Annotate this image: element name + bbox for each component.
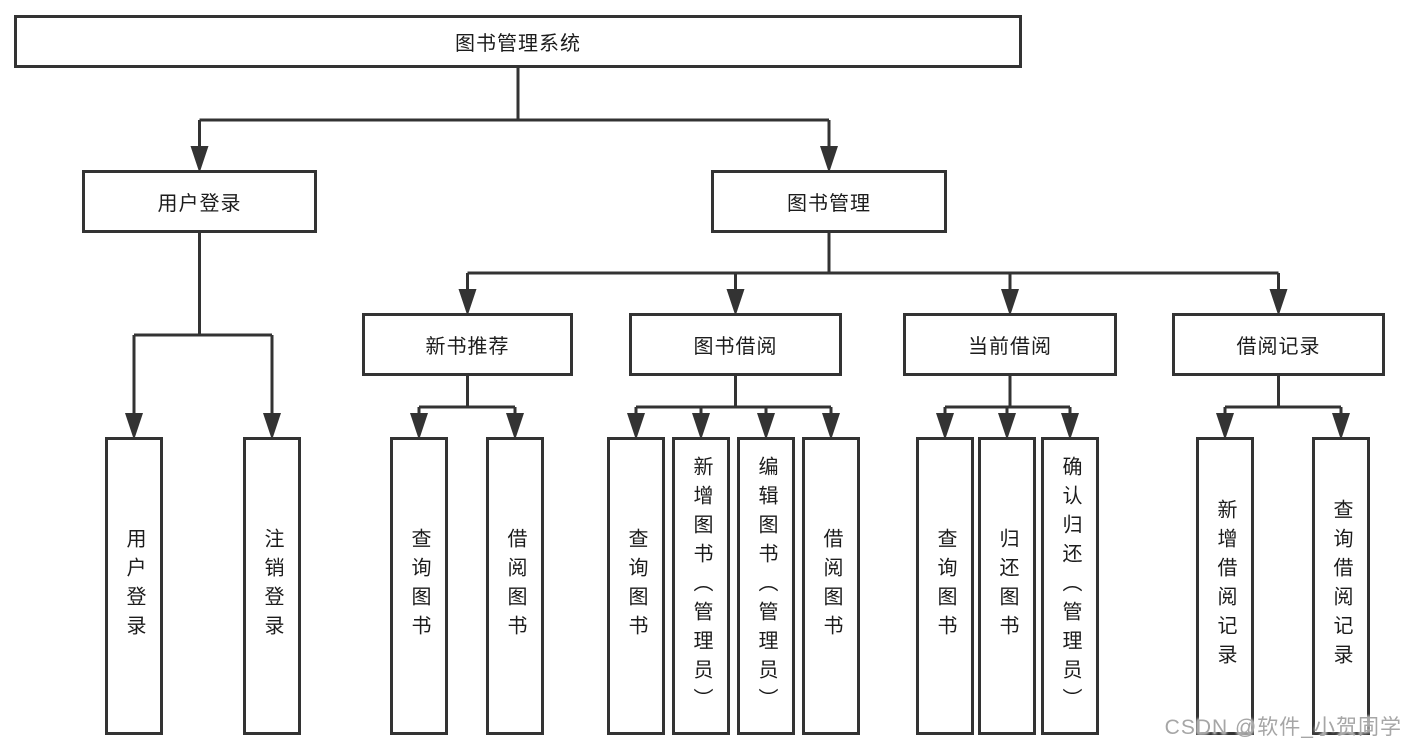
- node-label: 新增图书（管理员）: [690, 455, 712, 717]
- node-leaf-add-borrow-record: 新增借阅记录: [1196, 437, 1254, 735]
- node-label: 确认归还（管理员）: [1059, 455, 1081, 717]
- node-label: 查询图书: [934, 528, 956, 644]
- node-label: 新增借阅记录: [1214, 499, 1236, 673]
- arrow-icon: [936, 413, 954, 440]
- node-book-management-module: 图书管理: [711, 170, 947, 233]
- arrow-icon: [1061, 413, 1079, 440]
- branch-borrow-records: [1223, 376, 1343, 420]
- arrow-icon: [726, 289, 745, 316]
- branch-user-login: [132, 233, 274, 420]
- node-book-borrow: 图书借阅: [629, 313, 842, 376]
- arrow-icon: [757, 413, 775, 440]
- arrow-icon: [998, 413, 1016, 440]
- node-user-login-module: 用户登录: [82, 170, 317, 233]
- arrow-icon: [458, 289, 477, 316]
- node-label: 查询借阅记录: [1330, 499, 1352, 673]
- branch-book-mgmt: [466, 233, 1280, 296]
- node-label: 当前借阅: [968, 336, 1052, 358]
- arrow-icon: [125, 413, 143, 440]
- arrowheads: [125, 146, 1350, 440]
- arrow-icon: [263, 413, 281, 440]
- node-leaf-borrow-books-2: 借阅图书: [802, 437, 860, 735]
- node-label: 借阅图书: [504, 528, 526, 644]
- arrow-icon: [506, 413, 524, 440]
- node-leaf-logout: 注销登录: [243, 437, 301, 735]
- node-leaf-borrow-books-1: 借阅图书: [486, 437, 544, 735]
- node-leaf-query-books-1: 查询图书: [390, 437, 448, 735]
- node-current-borrow: 当前借阅: [903, 313, 1117, 376]
- node-label: 图书管理系统: [455, 33, 581, 55]
- node-leaf-return-books: 归还图书: [978, 437, 1036, 735]
- arrow-icon: [410, 413, 428, 440]
- arrow-icon: [820, 146, 838, 173]
- node-leaf-add-books-admin: 新增图书（管理员）: [672, 437, 730, 735]
- csdn-watermark: CSDN @软件_小贺同学: [1164, 716, 1402, 739]
- node-label: 编辑图书（管理员）: [755, 455, 777, 717]
- node-borrow-records: 借阅记录: [1172, 313, 1385, 376]
- node-label: 用户登录: [157, 193, 242, 215]
- branch-root: [198, 68, 831, 153]
- node-label: 图书管理: [787, 193, 871, 215]
- branch-book-borrow: [634, 376, 833, 420]
- arrow-icon: [190, 146, 209, 173]
- node-leaf-query-borrow-record: 查询借阅记录: [1312, 437, 1370, 735]
- arrow-icon: [822, 413, 840, 440]
- arrow-icon: [1216, 413, 1234, 440]
- node-new-book-recommend: 新书推荐: [362, 313, 573, 376]
- node-leaf-edit-books-admin: 编辑图书（管理员）: [737, 437, 795, 735]
- node-label: 查询图书: [408, 528, 430, 644]
- branch-new-books: [417, 376, 517, 420]
- arrow-icon: [1269, 289, 1288, 316]
- node-leaf-user-login: 用户登录: [105, 437, 163, 735]
- node-label: 查询图书: [625, 528, 647, 644]
- arrow-icon: [627, 413, 645, 440]
- node-label: 注销登录: [261, 528, 283, 644]
- node-label: 新书推荐: [425, 336, 510, 358]
- node-leaf-confirm-return-admin: 确认归还（管理员）: [1041, 437, 1099, 735]
- arrow-icon: [1332, 413, 1350, 440]
- arrow-icon: [1001, 289, 1019, 316]
- node-label: 用户登录: [123, 528, 145, 644]
- node-label: 借阅记录: [1236, 336, 1321, 358]
- node-library-system: 图书管理系统: [14, 15, 1022, 68]
- node-leaf-query-books-2: 查询图书: [607, 437, 665, 735]
- arrow-icon: [692, 413, 710, 440]
- node-label: 借阅图书: [820, 528, 842, 644]
- node-label: 图书借阅: [693, 336, 778, 358]
- node-leaf-query-books-3: 查询图书: [916, 437, 974, 735]
- node-label: 归还图书: [996, 528, 1018, 644]
